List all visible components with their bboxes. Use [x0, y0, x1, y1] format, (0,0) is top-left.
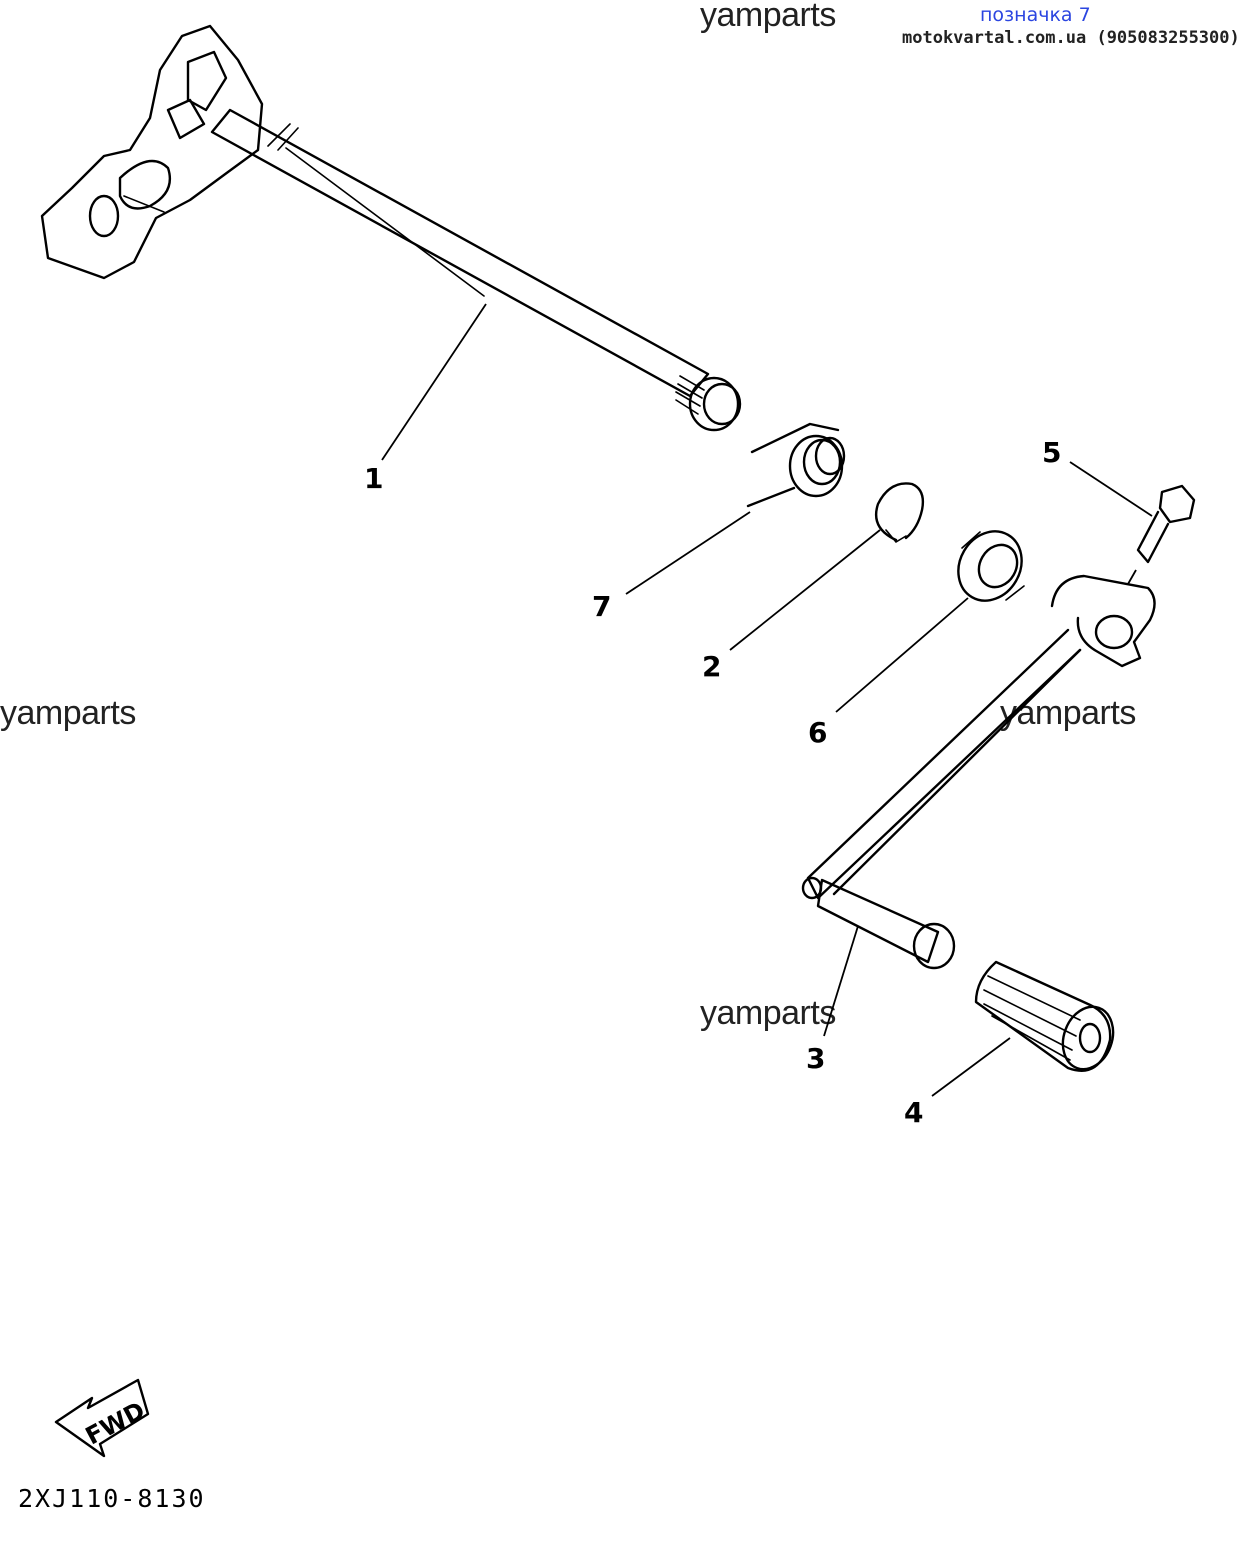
diagram-code: 2XJ110-8130: [18, 1484, 206, 1513]
watermark: yamparts: [0, 694, 136, 732]
callout-4: 4: [904, 1096, 923, 1129]
site-info: motokvartal.com.ua (905083255300): [902, 28, 1240, 48]
callout-6: 6: [808, 716, 827, 749]
callout-7: 7: [592, 590, 611, 623]
bolt-part-5[interactable]: [1136, 484, 1196, 564]
spring-part-7[interactable]: [746, 422, 846, 508]
shift-shaft-part-1[interactable]: [40, 24, 742, 432]
fwd-label: FWD: [81, 1396, 150, 1450]
oil-seal-part-6[interactable]: [946, 520, 1034, 612]
circlip-part-2[interactable]: [874, 482, 925, 544]
leader-lines: [381, 303, 1153, 1097]
callout-5: 5: [1042, 436, 1061, 469]
fwd-arrow-icon: FWD: [54, 1378, 150, 1458]
site-note-link[interactable]: позначка 7: [980, 4, 1091, 26]
shift-pedal-part-3[interactable]: [801, 574, 1156, 970]
pedal-rubber-part-4[interactable]: [974, 960, 1121, 1076]
watermark: yamparts: [700, 0, 836, 34]
callout-2: 2: [702, 650, 721, 683]
watermark: yamparts: [1000, 694, 1136, 732]
callout-3: 3: [806, 1042, 825, 1075]
callout-1: 1: [364, 462, 383, 495]
watermark: yamparts: [700, 994, 836, 1032]
